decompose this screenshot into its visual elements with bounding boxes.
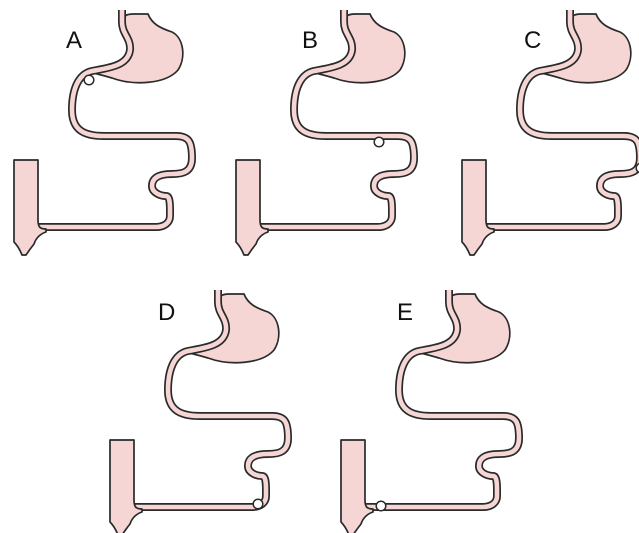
panel-a: A bbox=[13, 10, 196, 256]
intestine-lumen bbox=[478, 10, 639, 230]
colon bbox=[109, 439, 143, 533]
colon bbox=[340, 439, 374, 533]
panel-label: A bbox=[66, 27, 82, 54]
intestine-lumen bbox=[126, 290, 291, 510]
panel-d: D bbox=[109, 290, 292, 533]
panel-c: C bbox=[461, 10, 639, 256]
ring-marker bbox=[375, 500, 387, 512]
intestine-lumen bbox=[30, 10, 195, 230]
panel-e: E bbox=[340, 290, 523, 533]
panel-label: D bbox=[158, 299, 175, 326]
intestine-lumen bbox=[357, 290, 522, 510]
panel-label: E bbox=[397, 299, 413, 326]
colon bbox=[235, 159, 269, 256]
intestine-lumen bbox=[252, 10, 417, 230]
colon bbox=[13, 159, 47, 256]
panel-label: C bbox=[524, 27, 541, 54]
colon bbox=[461, 159, 495, 256]
panel-b: B bbox=[235, 10, 418, 256]
ring-marker bbox=[635, 162, 639, 174]
panel-label: B bbox=[302, 27, 318, 54]
ring-marker bbox=[373, 136, 385, 148]
ring-marker bbox=[252, 498, 264, 510]
ring-marker bbox=[83, 74, 95, 86]
